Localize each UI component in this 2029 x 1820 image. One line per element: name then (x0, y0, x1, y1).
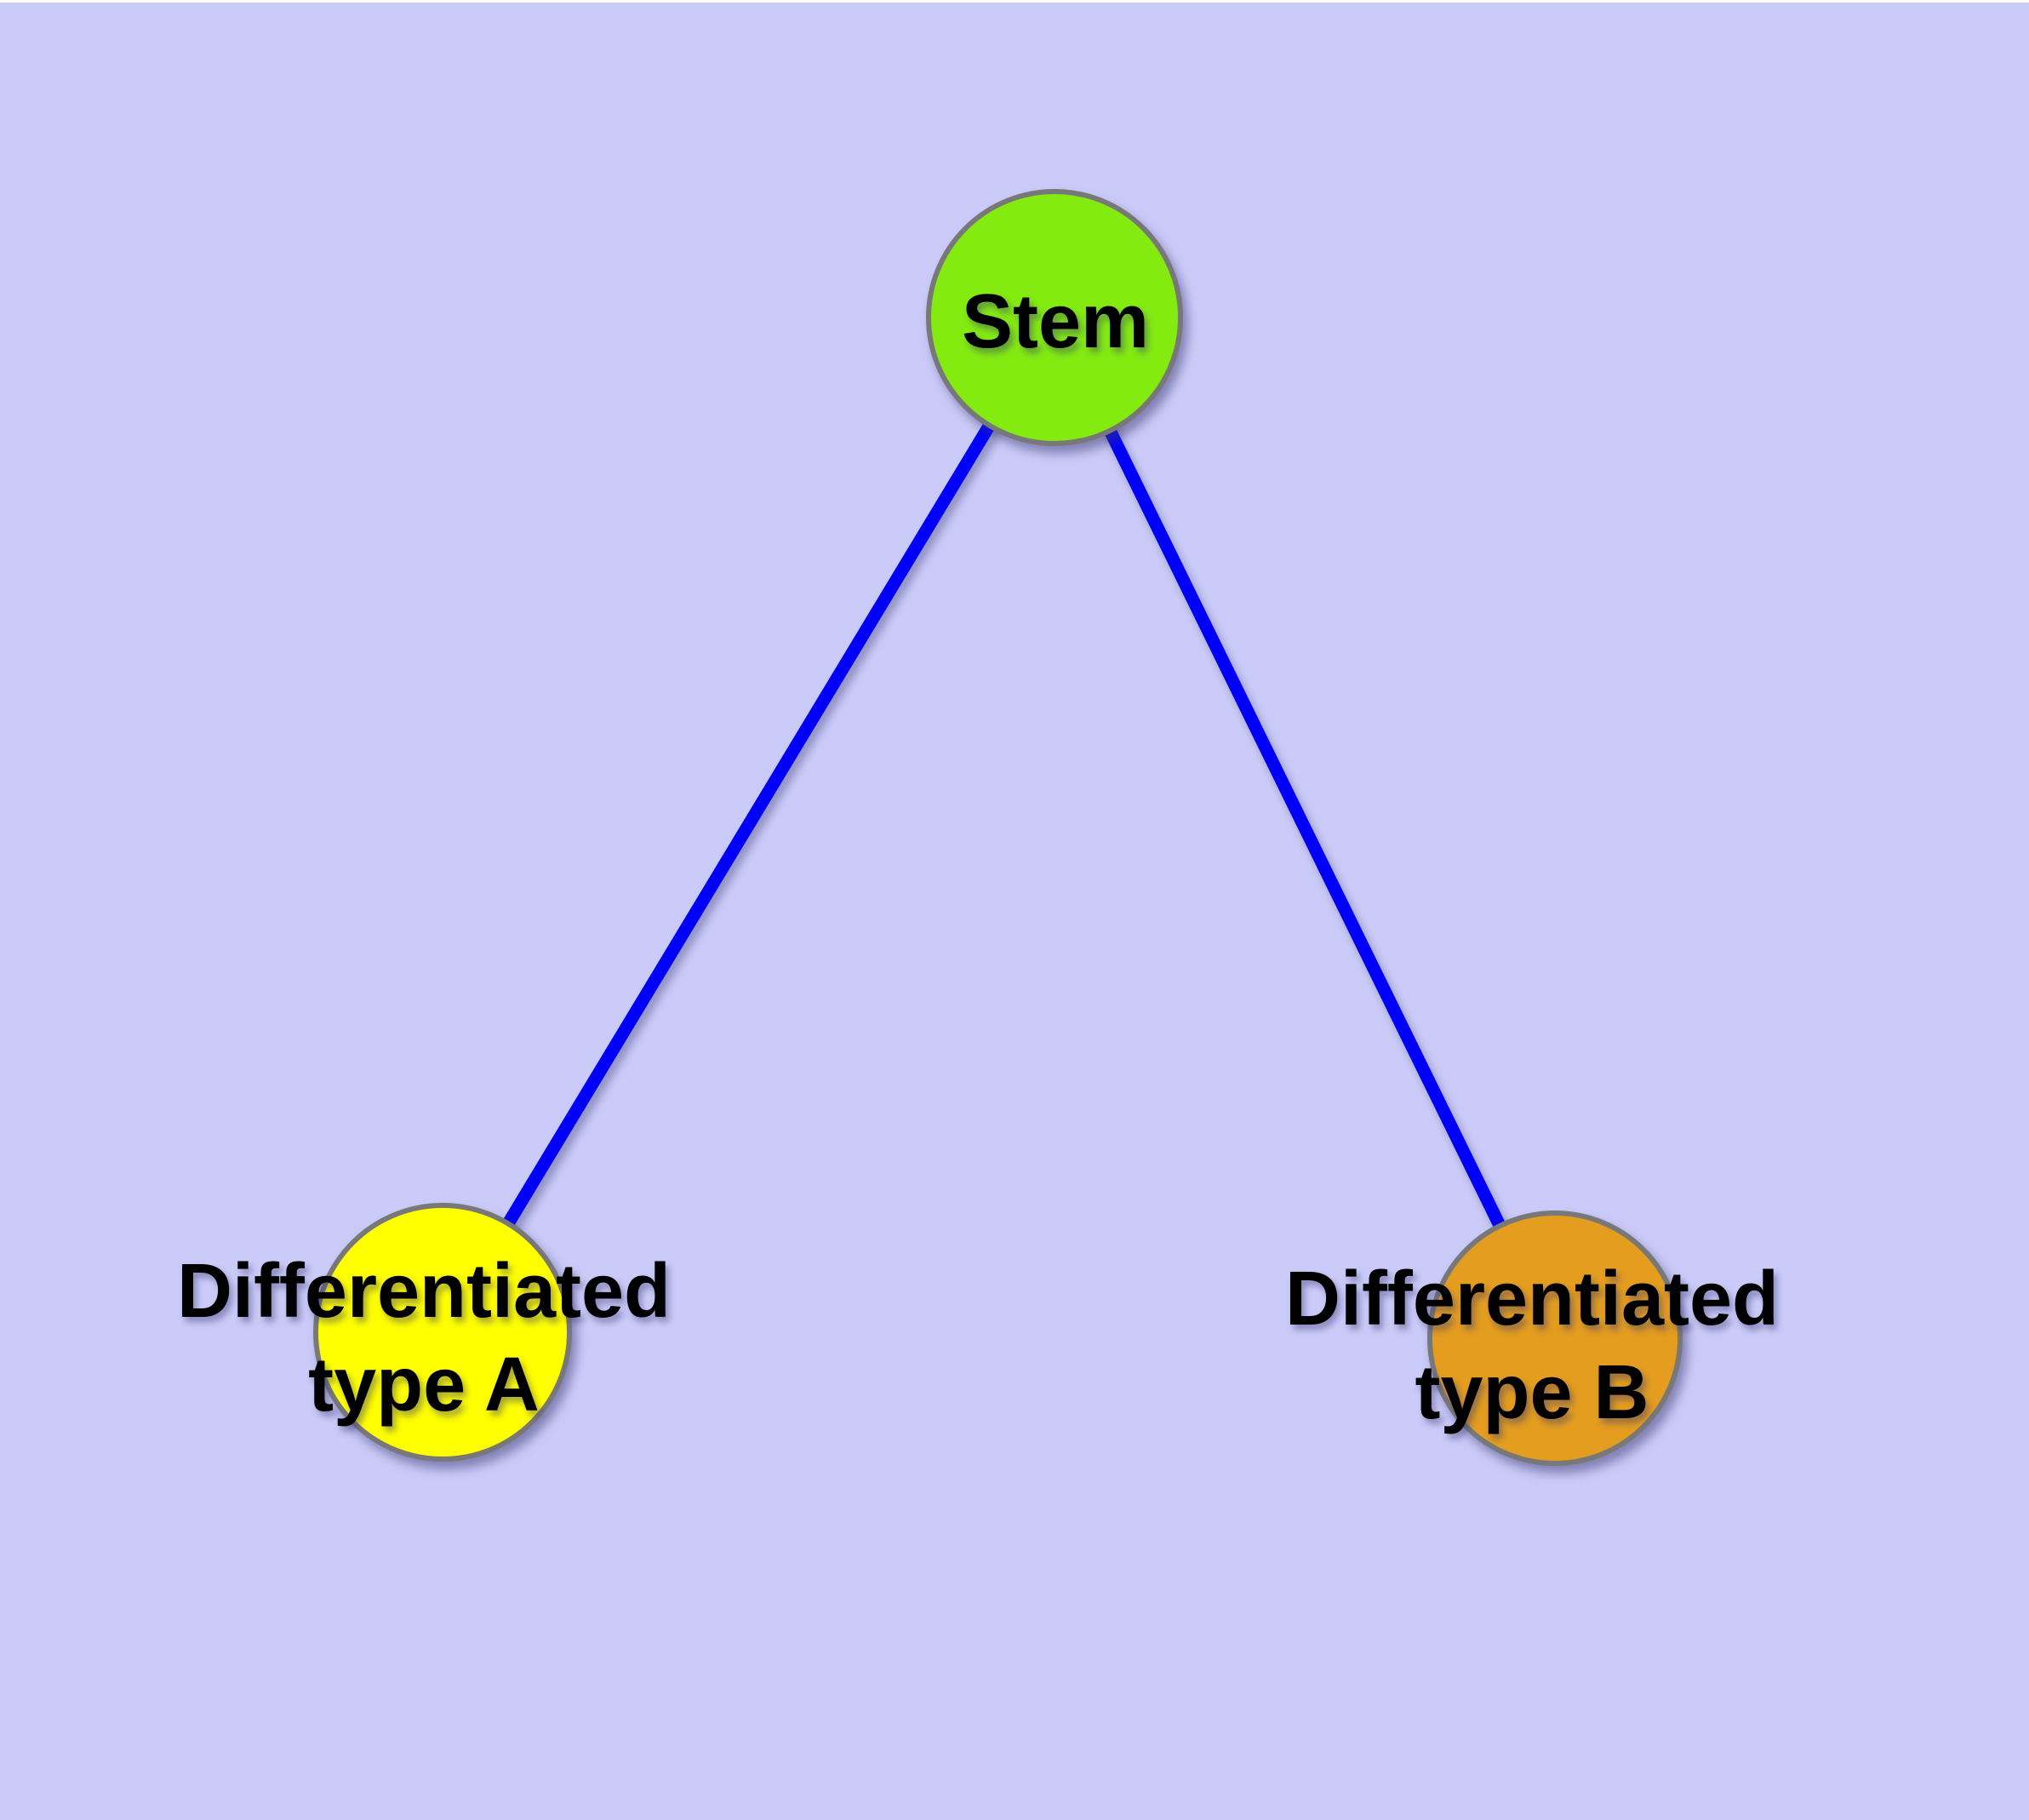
node-type-b-label-line1: Differentiated (1285, 1256, 1779, 1342)
node-type-a-label-line1: Differentiated (177, 1249, 671, 1334)
edge-stem-to-type-b (1049, 314, 1561, 1342)
edge-layer (437, 314, 1561, 1342)
node-type-b-label-line2: type B (1415, 1350, 1649, 1435)
node-differentiated-type-a (313, 1203, 572, 1462)
edge-stem-to-type-a (437, 314, 1060, 1336)
node-differentiated-type-b (1427, 1210, 1683, 1466)
node-stem (926, 189, 1183, 446)
window-top-edge (0, 0, 2029, 3)
label-layer: Stem Differentiated type A Differentiate… (177, 279, 1779, 1435)
node-type-a-label-line2: type A (308, 1342, 540, 1428)
node-layer (313, 189, 1683, 1466)
node-stem-label: Stem (962, 279, 1149, 364)
